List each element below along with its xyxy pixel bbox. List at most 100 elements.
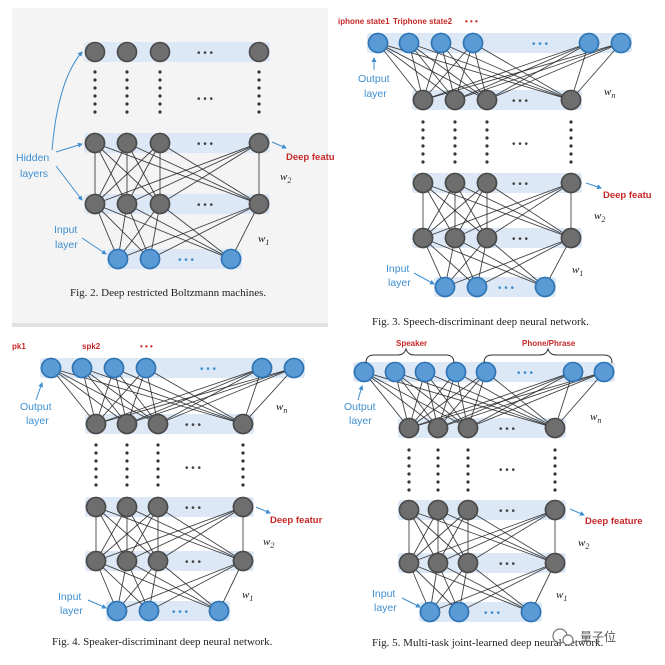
fig3-top-dots: • • •	[465, 17, 478, 26]
fig5-hidden-layer-n-nodes-node-1	[398, 417, 420, 439]
fig4-hidden-layer-1-nodes-node-3	[147, 550, 169, 572]
fig4-output-label-line2: layer	[26, 415, 49, 427]
figure-fig2: • • •• • •• • •• • •• • •	[51, 41, 287, 270]
fig3-hidden-layer-2-nodes-node-1	[412, 172, 434, 194]
fig4-wn-label: wn	[276, 401, 287, 415]
fig2-input-layer-ellipsis: • • •	[178, 255, 195, 266]
fig2-top-layer-node-3	[149, 41, 171, 63]
fig3-top-label-mid: Triphone state2	[393, 17, 453, 26]
fig3-w2-label: w2	[594, 210, 605, 224]
fig2-input-layer-nodes-node-1	[107, 248, 129, 270]
fig4-input-layer-nodes-node-1	[106, 600, 128, 622]
fig2-caption: Fig. 2. Deep restricted Boltzmann machin…	[70, 287, 266, 299]
fig2-input-label-line1: Input	[54, 224, 77, 236]
fig2-hidden-layer-1-nodes-node-2	[116, 193, 138, 215]
fig2-top-layer-node-2	[116, 41, 138, 63]
fig4-deep-feature-label: Deep featur	[270, 515, 323, 526]
fig2-arrow-to-hidden2	[55, 142, 83, 153]
fig3-input-layer-ellipsis: • • •	[498, 283, 515, 294]
fig4-arrow-input	[87, 599, 107, 609]
fig4-hidden-layer-1-nodes-node-2	[116, 550, 138, 572]
fig3-deep-feature-label: Deep featu	[603, 190, 652, 201]
fig3-wn-label: wn	[604, 86, 615, 100]
fig3-input-layer-nodes-node-3	[534, 276, 556, 298]
fig3-hidden-layer-n-nodes-node-4	[560, 89, 582, 111]
fig5-hidden-layer-n-ellipsis: • • •	[499, 424, 516, 435]
fig4-hidden-layer-1-nodes-node-1	[85, 550, 107, 572]
fig3-hidden-layer-2-ellipsis: • • •	[512, 179, 529, 190]
fig5-input-label-line1: Input	[372, 588, 395, 600]
fig5-hidden-layer-1-nodes-node-1	[398, 552, 420, 574]
fig5-output-layer-nodes-node-4	[445, 361, 467, 383]
fig4-output-layer-nodes-node-4	[135, 357, 157, 379]
fig5-hidden-layer-1-nodes-node-4	[544, 552, 566, 574]
fig4-hidden-layer-1-ellipsis: • • •	[185, 557, 202, 568]
fig4-hidden-layer-2-nodes-node-3	[147, 496, 169, 518]
watermark-text: 量子位	[580, 629, 616, 644]
fig5-arrow-deep	[569, 508, 585, 516]
fig3-hidden-layer-2-nodes-node-3	[476, 172, 498, 194]
fig4-hidden-layer-n-band	[85, 414, 254, 434]
fig3-hidden-layer-1-nodes-node-3	[476, 227, 498, 249]
fig4-output-label-line1: Output	[20, 401, 52, 413]
fig4-arrow-output	[35, 382, 44, 401]
fig2-vertical-dots	[93, 70, 261, 114]
fig2-input-layer-band	[107, 249, 242, 269]
fig3-hidden-layer-n-ellipsis: • • •	[512, 96, 529, 107]
fig4-output-layer-nodes-node-3	[103, 357, 125, 379]
fig2-input-layer-nodes-node-3	[220, 248, 242, 270]
fig5-mid-ellipsis: • • •	[499, 465, 516, 476]
fig3-hidden-layer-n-nodes-node-3	[476, 89, 498, 111]
fig4-top-label-left: pk1	[12, 342, 26, 351]
fig2-hidden-layer-2-ellipsis: • • •	[197, 139, 214, 150]
fig4-caption: Fig. 4. Speaker-discriminant deep neural…	[52, 636, 273, 648]
fig5-hidden-layer-2-nodes-node-4	[544, 499, 566, 521]
fig3-output-label-line1: Output	[358, 73, 390, 85]
fig4-input-layer-nodes-node-2	[138, 600, 160, 622]
fig2-hidden-layer-1-ellipsis: • • •	[197, 200, 214, 211]
fig5-hidden-layer-2-nodes-node-2	[427, 499, 449, 521]
fig4-hidden-layer-n-nodes-node-2	[116, 413, 138, 435]
fig3-hidden-layer-2-nodes-node-4	[560, 172, 582, 194]
fig5-wn-label: wn	[590, 411, 601, 425]
fig4-vertical-dots	[94, 443, 245, 487]
fig5-speaker-label: Speaker	[396, 339, 427, 348]
fig3-output-layer-nodes-node-4	[462, 32, 484, 54]
fig3-hidden-layer-1-nodes-node-4	[560, 227, 582, 249]
fig4-arrow-deep	[255, 506, 271, 514]
fig5-hidden-layer-n-nodes-node-4	[544, 417, 566, 439]
fig5-speaker-brace	[365, 347, 455, 364]
fig3-caption: Fig. 3. Speech-discriminant deep neural …	[372, 316, 589, 328]
fig4-hidden-layer-2-nodes-node-2	[116, 496, 138, 518]
fig3-output-layer-nodes-node-3	[430, 32, 452, 54]
fig3-hidden-layer-n-nodes-node-2	[444, 89, 466, 111]
fig4-edges-w2	[95, 506, 244, 562]
fig3-input-layer-band	[434, 277, 556, 297]
fig2-arrow-to-hidden1	[55, 165, 83, 201]
fig4-hidden-layer-n-nodes-node-4	[232, 413, 254, 435]
fig3-w1-label: w1	[572, 264, 583, 278]
fig5-phone-label: Phone/Phrase	[522, 339, 576, 348]
fig5-output-layer-nodes-node-5	[475, 361, 497, 383]
fig4-output-layer-nodes-node-6	[283, 357, 305, 379]
fig5-arrow-input	[401, 597, 421, 608]
fig2-hidden-layer-2-band	[84, 133, 270, 153]
fig5-input-layer-band	[419, 602, 542, 622]
fig4-output-layer-ellipsis: • • •	[200, 364, 217, 375]
fig5-input-layer-ellipsis: • • •	[484, 608, 501, 619]
fig2-deep-feature-label: Deep featu	[286, 152, 335, 163]
fig5-output-label-line1: Output	[344, 401, 376, 413]
fig5-hidden-layer-2-nodes-node-1	[398, 499, 420, 521]
fig3-output-layer-nodes-node-2	[398, 32, 420, 54]
fig5-input-layer-nodes-node-3	[520, 601, 542, 623]
fig3-output-layer-nodes-node-6	[610, 32, 632, 54]
fig3-hidden-layer-1-nodes-node-1	[412, 227, 434, 249]
fig4-hidden-layer-2-nodes-node-4	[232, 496, 254, 518]
fig5-output-layer-nodes-node-6	[562, 361, 584, 383]
fig4-w1-label: w1	[242, 589, 253, 603]
fig4-top-dots: • • •	[140, 342, 153, 351]
fig5-caption: Fig. 5. Multi-task joint-learned deep ne…	[372, 637, 603, 649]
fig5-arrow-output	[357, 385, 364, 401]
fig3-input-label-line2: layer	[388, 277, 411, 289]
